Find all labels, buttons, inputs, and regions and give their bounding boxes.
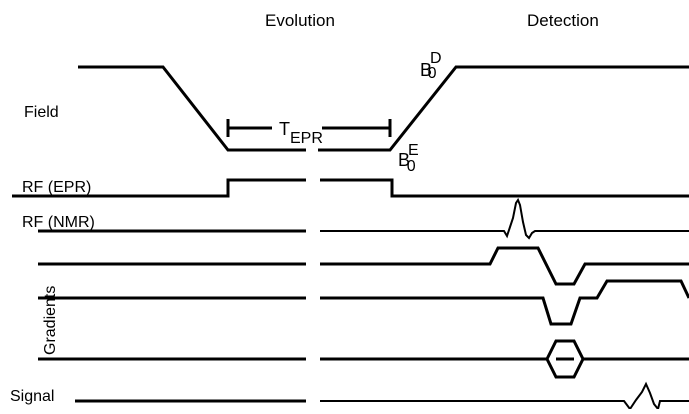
rf-nmr-row-label: RF (NMR) <box>22 214 95 231</box>
gradients-row-label: Gradients <box>42 286 59 355</box>
gradient-2-trace-detection <box>320 279 689 326</box>
field-trace-detection <box>318 65 689 152</box>
rf-nmr-trace-detection <box>320 197 689 240</box>
t-epr-label: TEPR <box>279 119 323 147</box>
signal-trace-detection <box>320 381 689 412</box>
rf-epr-trace-evolution <box>12 178 306 198</box>
evolution-heading: Evolution <box>265 11 335 30</box>
field-row-label: Field <box>24 104 59 121</box>
rf-epr-trace-detection <box>320 178 689 198</box>
rf-epr-row-label: RF (EPR) <box>22 179 91 196</box>
signal-row-label: Signal <box>10 388 54 405</box>
field-trace-evolution <box>78 65 306 152</box>
detection-heading: Detection <box>527 11 599 30</box>
gradient-1-trace-detection <box>320 246 689 286</box>
